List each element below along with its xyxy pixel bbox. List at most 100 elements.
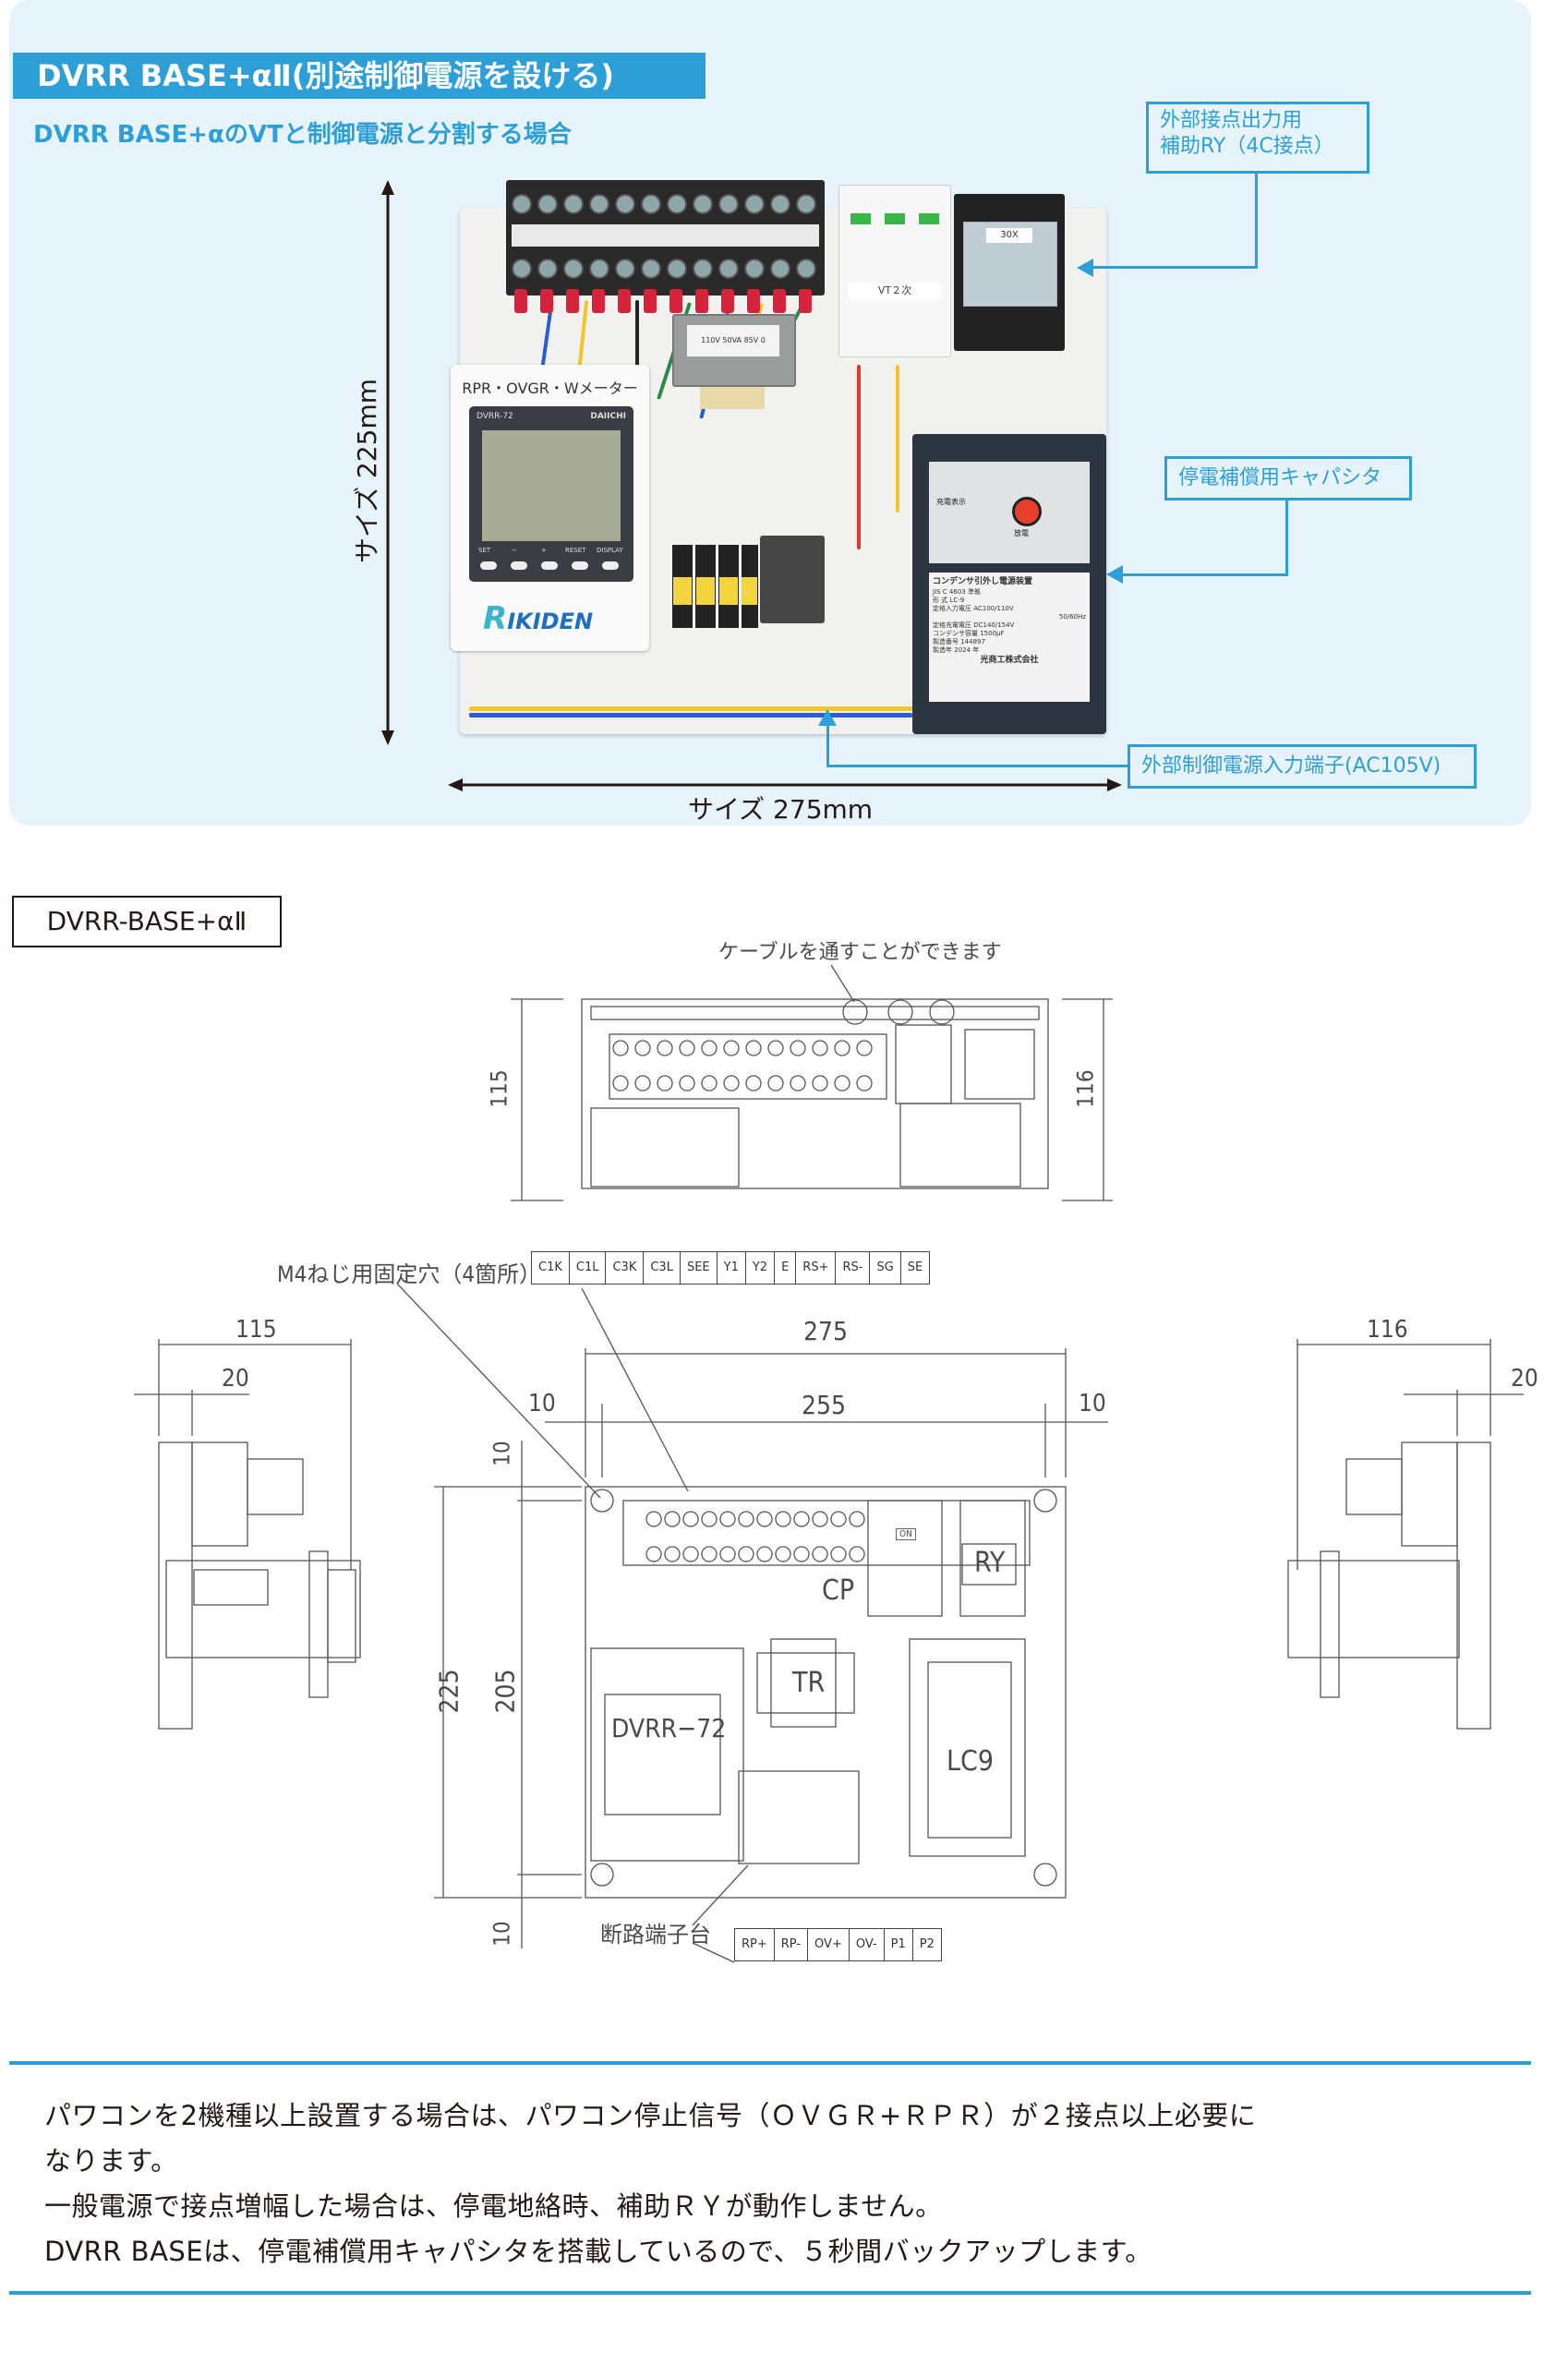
capacitor-spec: 製造番号 144897 [933,638,985,645]
top-view-outline [581,998,1049,1189]
charge-indicator-label: 充電表示 [936,498,966,506]
terminal-screw-mark [664,1511,681,1527]
terminal-screw-mark [812,1546,828,1562]
callout-capacitor-leader [1117,573,1288,576]
rpr-ovgr-w-meter: RPR・OVGR・Wメーター DVRR-72 DAIICHI SET − + R… [451,365,649,651]
capacitor-maker: 光商工株式会社 [980,656,1039,665]
terminal-screw-mark [834,1040,850,1056]
meter-button [511,561,527,570]
meter-title: RPR・OVGR・Wメーター [462,380,638,397]
terminal-label: P1 [885,1929,913,1960]
capacitor-spec: 製造年 2024 年 [933,646,980,654]
terminal-screw [641,194,661,214]
dim-overall-width: 275 [803,1316,849,1346]
terminal-screw-mark [657,1040,673,1056]
terminal-screw-mark [723,1075,740,1092]
capacitor-spec: 定格充電電圧 DC140/154V [933,621,1015,629]
crimp-lug [695,289,708,313]
terminal-screw [718,259,739,279]
dim-inner-width: 255 [802,1390,847,1420]
crimp-lug [773,289,786,313]
terminal-screw-mark [745,1040,762,1056]
capacitor-spec: JIS C 4603 準拠 [933,588,981,596]
terminal-screw-mark [856,1040,873,1056]
terminal-label: OV- [850,1929,885,1960]
dim-right-depth: 116 [1367,1316,1408,1344]
page-subtitle: DVRR BASE+αのVTと制御電源と分割する場合 [33,121,572,149]
dim-overall-height: 225 [433,1669,464,1714]
terminal-label: SEE [681,1252,718,1284]
callout-power-input: 外部制御電源入力端子(AC105V) [1128,744,1477,789]
terminal-screw [667,194,687,214]
terminal-block [506,180,825,296]
terminal-screw [770,259,790,279]
meter-button [602,561,619,570]
breaker-on-label: ON [896,1528,916,1540]
terminal-screw-mark [812,1040,828,1056]
terminal-screw-mark [634,1040,651,1056]
external-power-terminal [760,536,825,623]
circuit-breaker: VT２次 [838,185,951,357]
crimp-lug [721,289,734,313]
meter-key-label: RESET [565,547,586,554]
terminal-screw-mark [830,1511,847,1527]
drawing-label: DVRR-BASE+αⅡ [12,896,282,947]
note-line: なります。 [44,2145,178,2177]
relay-tag: 30X [986,228,1032,243]
cable-note: ケーブルを通すことができます [718,941,1002,964]
dim-margin-left: 10 [528,1390,556,1417]
breaker-label: VT２次 [849,283,941,299]
component-meter: DVRR−72 [611,1713,727,1743]
wire-bundle [469,706,912,711]
terminal-label: RP+ [735,1929,775,1960]
terminal-label: RS+ [796,1252,837,1284]
terminal-screw-mark [634,1075,651,1092]
height-dimension-arrow [381,180,394,745]
callout-capacitor: 停電補償用キャパシタ [1164,456,1412,501]
width-dimension-label: サイズ 275mm [688,794,874,825]
transformer-label: 110V 50VA 85V 0 [687,325,779,356]
meter-button [541,561,558,570]
terminal-screw-mark [849,1546,865,1562]
terminal-label: Y2 [746,1252,776,1284]
terminal-screw-mark [719,1546,736,1562]
dim-right-offset: 20 [1511,1365,1538,1393]
capacitor-spec: 50/60Hz [1058,613,1086,621]
terminal-tab [719,577,738,605]
terminal-screw-mark [719,1511,736,1527]
terminal-screw-mark [612,1075,629,1092]
dim-inner-height: 205 [489,1669,521,1714]
dim-margin-top: 10 [488,1441,515,1466]
terminal-screw [615,194,635,214]
terminal-strip [512,224,819,247]
terminal-screw-mark [664,1546,681,1562]
terminal-screw [589,259,609,279]
terminal-label: Y1 [718,1252,746,1284]
terminal-screw-mark [612,1040,629,1056]
divider-bottom [9,2291,1531,2295]
lcd-display [482,430,621,541]
meter-button [572,561,588,570]
terminal-screw [641,259,661,279]
capacitor-spec: 定格入力電圧 AC100/110V [933,605,1014,612]
terminal-screw-mark [790,1040,806,1056]
terminal-screw-mark [767,1040,784,1056]
terminal-screw [693,259,713,279]
terminal-screw [589,194,609,214]
product-photo: VT２次 30X RPR・OVGR・Wメーター DVRR-72 DAIICHI … [451,180,1116,739]
component-relay: RY [974,1547,1006,1579]
terminal-screw-mark [701,1075,718,1092]
terminal-screw [615,259,635,279]
terminal-screw-mark [756,1546,773,1562]
terminal-screw [563,259,584,279]
discharge-button [1012,497,1042,526]
arrow-left-icon [1106,565,1123,584]
meter-key-label: DISPLAY [597,547,623,554]
callout-relay-line2: 補助RY（4C接点） [1160,135,1334,158]
terminal-label: RP- [775,1929,809,1960]
meter-face: DVRR-72 DAIICHI SET − + RESET DISPLAY [469,406,633,582]
terminal-label: P2 [919,1937,935,1951]
note-line: パワコンを2機種以上設置する場合は、パワコン停止信号（ＯＶＧＲ+ＲＰＲ）が２接点… [44,2100,1257,2131]
dim-margin-bottom: 10 [488,1921,515,1947]
